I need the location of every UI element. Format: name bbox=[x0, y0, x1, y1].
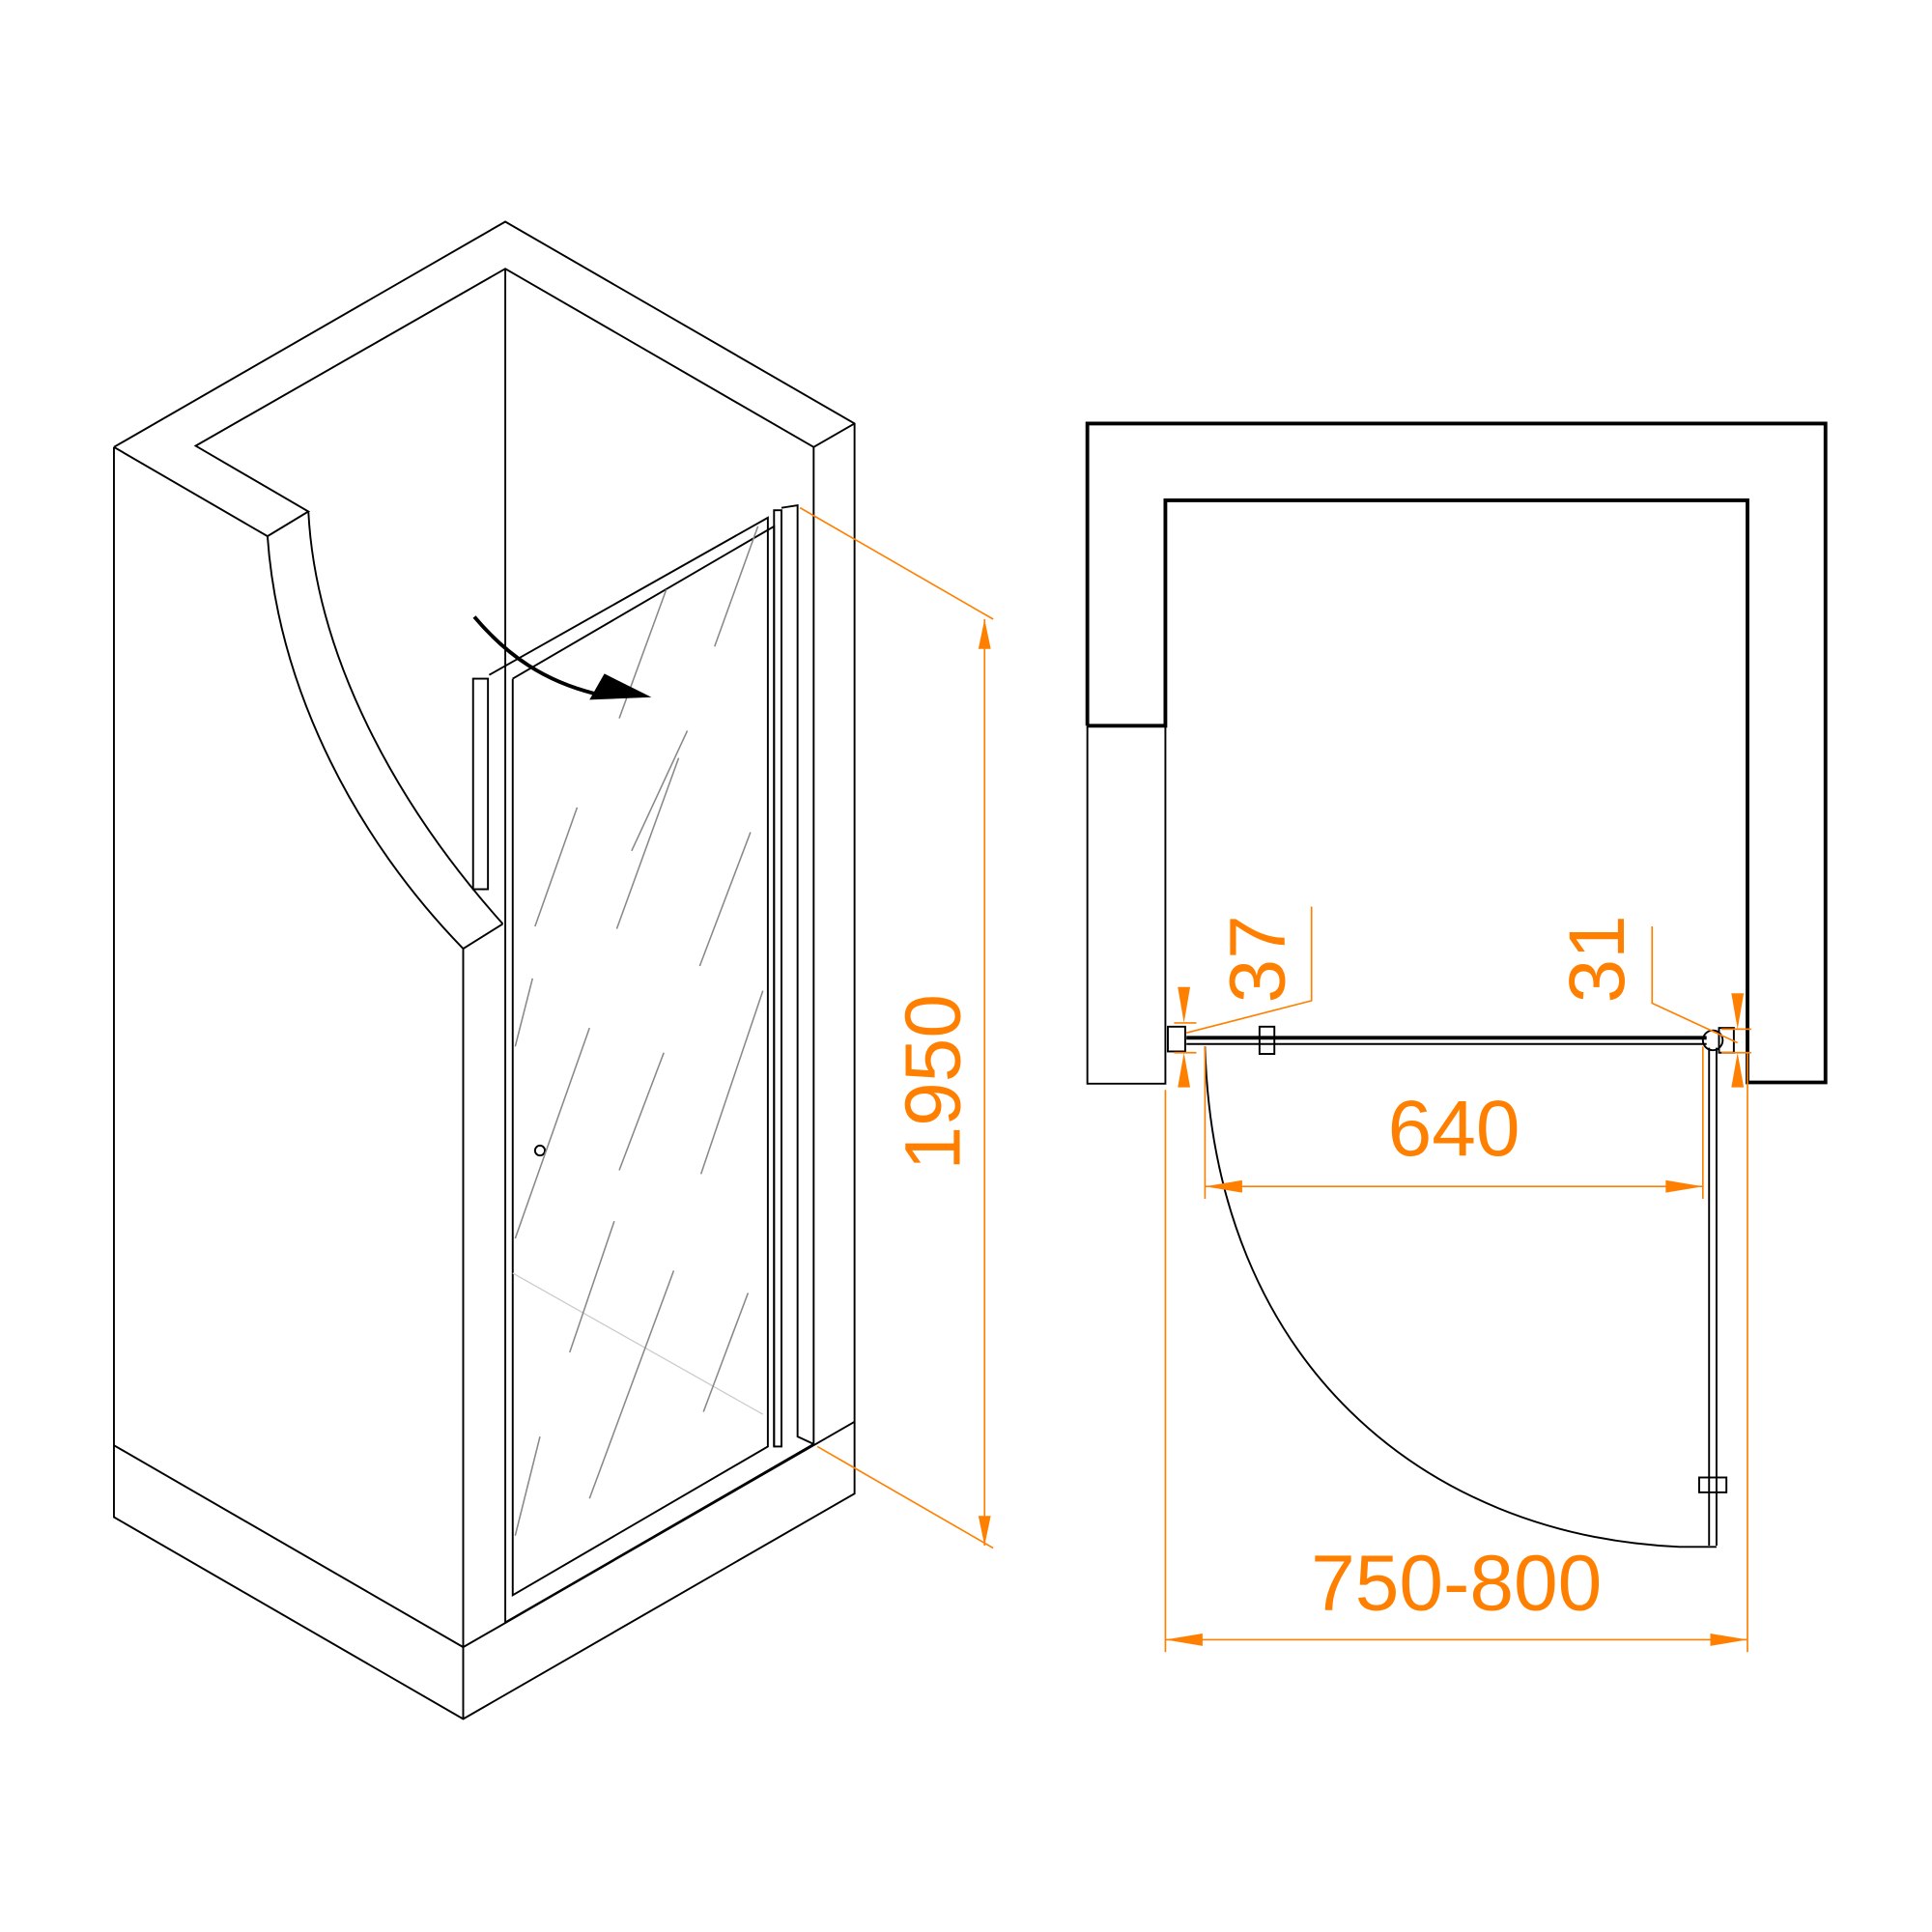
arrow-head-icon bbox=[589, 673, 652, 700]
isometric-view: 1950 bbox=[112, 220, 994, 1720]
door-swing-arc bbox=[1204, 1046, 1717, 1548]
right-offset-label: 31 bbox=[1553, 915, 1641, 1003]
overall-width-label: 750-800 bbox=[1311, 1540, 1602, 1628]
left-offset-label: 37 bbox=[1213, 915, 1301, 1003]
door-width-dimension: 640 bbox=[1204, 1046, 1704, 1200]
door-width-label: 640 bbox=[1388, 1085, 1520, 1173]
door-panel bbox=[488, 503, 814, 1597]
plan-view: 640 750-800 37 31 bbox=[1085, 421, 1828, 1653]
right-offset-dimension: 31 bbox=[1553, 915, 1751, 1088]
overall-width-dimension: 750-800 bbox=[1164, 1052, 1748, 1653]
left-offset-dimension: 37 bbox=[1174, 906, 1313, 1088]
height-dimension: 1950 bbox=[799, 506, 994, 1549]
height-label: 1950 bbox=[890, 994, 978, 1171]
door-handle bbox=[533, 1144, 547, 1157]
swing-arrow bbox=[472, 615, 595, 696]
